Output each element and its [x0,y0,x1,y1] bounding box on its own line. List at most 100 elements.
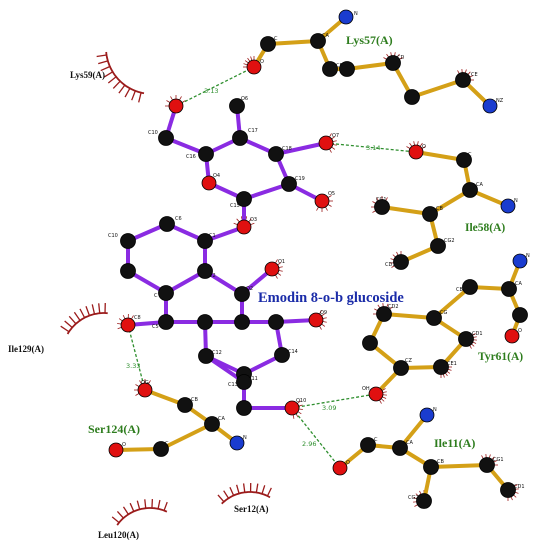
atom-label: C [274,36,278,42]
hydrophobic-arc-leu120-spoke [144,499,147,509]
contact-spoke [233,222,238,225]
hydrophobic-arc-ser12-spoke [217,494,225,503]
atom-label: N [514,198,518,204]
hydrogen-bond [175,66,255,107]
contact-spoke [331,136,336,140]
contact-spoke [166,100,171,103]
hbond-distance: 3.14 [366,144,380,152]
contact-spoke [135,393,140,396]
contact-spoke [139,380,142,385]
residue-label-lys59: Lys59(A) [70,70,105,80]
residue-bond [382,312,436,320]
hydrophobic-arc-lys59-spoke [112,80,121,89]
contact-spoke [329,148,332,153]
atom-label: CD1 [472,331,483,337]
contact-spoke [250,222,255,225]
hydrophobic-arc-ser12-spoke [242,483,246,493]
hydrophobic-arc-leu120-spoke [157,499,161,509]
nitrogen-atom [500,198,516,214]
hbond-distance: 3.09 [322,404,336,412]
contact-spoke [278,270,283,272]
atom-label: CB [437,459,444,465]
atom-label: CE [471,72,478,78]
contact-spoke [277,272,282,276]
oxygen-atom [137,382,153,398]
atom-label: OG [141,380,149,386]
carbon-atom [423,459,439,475]
residue-label-ser12: Ser12(A) [234,504,269,514]
carbon-atom [198,146,214,162]
contact-spoke [332,140,337,142]
atom-label: C16 [186,154,196,160]
contact-spoke [118,318,123,322]
oxygen-atom [236,219,252,235]
atom-label: C13 [228,382,238,388]
oxygen-atom [332,460,348,476]
carbon-atom [197,263,213,279]
contact-spoke [382,391,387,393]
contact-spoke [179,96,182,101]
nitrogen-atom [419,407,435,423]
hydrophobic-arc-lys59-spoke [131,90,136,101]
contact-spoke [298,404,303,407]
contact-spoke [319,310,322,315]
carbon-atom [236,400,252,416]
atom-label: O [122,442,126,448]
atom-label: CD1 [385,262,396,268]
oxygen-atom [504,328,520,344]
atom-label: O [260,59,264,65]
atom-label: C10 [108,233,118,239]
contact-spoke [382,396,387,399]
carbon-atom [462,182,478,198]
atom-label: C18 [282,146,292,152]
carbon-atom [404,89,420,105]
nitrogen-atom [338,9,354,25]
carbon-atom [360,437,376,453]
carbon-atom [158,285,174,301]
oxygen-atom [108,442,124,458]
carbon-atom [232,130,248,146]
contact-spoke [148,380,151,385]
oxygen-atom [368,386,384,402]
hydrophobic-arc-leu120-spoke [111,516,120,524]
nitrogen-atom [482,98,498,114]
carbon-atom [392,440,408,456]
contact-spoke [321,313,326,317]
oxygen-atom [284,400,300,416]
contact-spoke [319,325,322,330]
carbon-atom [393,254,409,270]
atom-label: CG2 [444,238,455,244]
residue-bond [159,422,214,451]
atom-label: O7 [332,133,339,139]
carbon-atom [322,61,338,77]
hydrogen-bond [291,393,377,409]
covalent-bonds [114,15,522,503]
carbon-atom [376,306,392,322]
residue-bond [266,39,320,46]
atom-label: O3 [250,217,257,223]
contact-spoke [332,144,337,146]
atom-label: CG1 [376,197,387,203]
carbon-atom [158,130,174,146]
carbon-atom [500,482,516,498]
hydrophobic-arc-lys59 [105,51,145,95]
carbon-atom [274,347,290,363]
contact-spoke [379,399,382,404]
oxygen-atom [201,175,217,191]
contact-spoke [413,141,415,146]
atom-label: CD1 [514,484,525,490]
atom-label: CB [191,397,198,403]
hydrophobic-arc-ser12-spoke [236,484,240,494]
atom-label: O4 [213,173,220,179]
contact-spoke [329,133,332,138]
carbon-atom [430,238,446,254]
contact-spoke [117,327,122,330]
hydrophobic-contacts [60,51,272,526]
contact-spoke [247,57,251,62]
carbon-atom [281,176,297,192]
atom-label: O2 [246,286,253,292]
atom-label: O1 [278,259,285,265]
atom-label: O6 [241,96,248,102]
carbon-atom [416,493,432,509]
oxygen-atom [168,98,184,114]
